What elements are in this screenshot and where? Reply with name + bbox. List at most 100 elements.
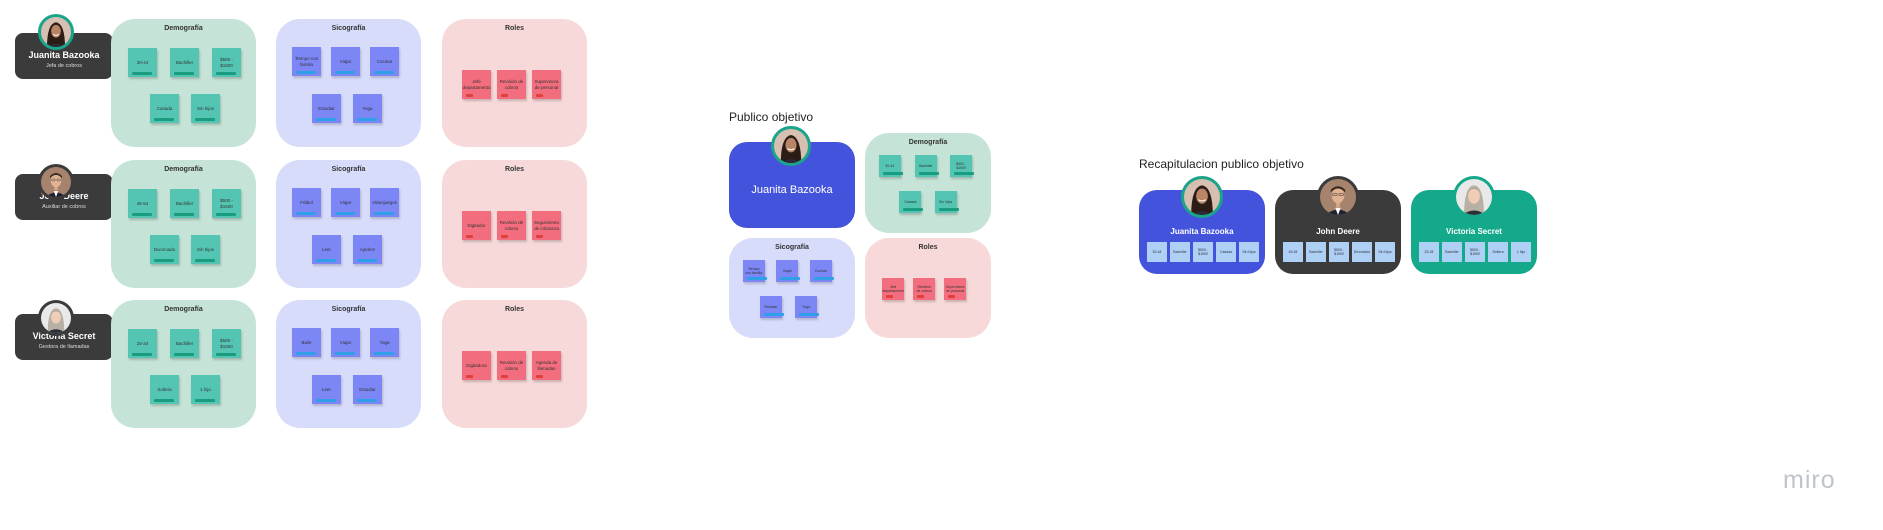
sticky-note[interactable]: 25-34: [128, 329, 157, 358]
recap-sticky[interactable]: $500 - $1500: [1329, 242, 1349, 262]
sticky-note[interactable]: Jefe departamento: [462, 70, 491, 99]
recap-sticky[interactable]: $500 - $1500: [1193, 242, 1213, 262]
sticky-text: Casada: [156, 105, 173, 111]
sticky-tag: [216, 72, 236, 75]
sticky-note[interactable]: Yoga: [370, 328, 399, 357]
sticky-note[interactable]: Leer: [312, 375, 341, 404]
sticky-tag: [746, 277, 767, 281]
sticky-note[interactable]: Seguimiento de cobranza: [532, 211, 561, 240]
recap-sticky[interactable]: Sin hijos: [1239, 242, 1259, 262]
sticky-tag: [335, 352, 355, 355]
recap-title: Recapitulacion publico objetivo: [1139, 157, 1304, 171]
recap-sticky[interactable]: 30-44: [1147, 242, 1167, 262]
sticky-note[interactable]: Jefe departamento: [882, 278, 905, 301]
sticky-tag: [132, 353, 152, 356]
recap-sticky[interactable]: 1 hijo: [1511, 242, 1531, 262]
sticky-note[interactable]: Divorciado: [150, 235, 179, 264]
sticky-text: Tiempo con familia: [294, 56, 319, 67]
sticky-note[interactable]: Revisión de cobros: [913, 278, 936, 301]
sticky-note[interactable]: Supervisora de personal: [944, 278, 967, 301]
sticky-note[interactable]: Yoga: [795, 295, 820, 318]
sticky-note[interactable]: Cocinar: [370, 47, 399, 76]
sticky-note[interactable]: Bachiller: [914, 155, 939, 178]
sticky-note[interactable]: Viajar: [331, 328, 360, 357]
recap-sticky[interactable]: Bachiller: [1170, 242, 1190, 262]
recap-sticky[interactable]: Sin hijos: [1375, 242, 1395, 262]
sticky-note[interactable]: Casada: [899, 190, 924, 213]
sticky-text: Viajar: [339, 339, 352, 345]
sticky-note[interactable]: Digitadora: [462, 351, 491, 380]
sicografia-cluster-title: Sicografía: [331, 306, 366, 313]
sticky-tag: [132, 72, 152, 75]
sticky-text: 45-54: [136, 200, 149, 206]
sticky-tag: [374, 352, 394, 355]
sticky-text: Sin hijos: [196, 246, 214, 252]
recap-sticky[interactable]: 45-54: [1283, 242, 1303, 262]
sticky-note[interactable]: Soltera: [150, 375, 179, 404]
persona-avatar: [38, 300, 74, 336]
recap-sticky[interactable]: 25-34: [1419, 242, 1439, 262]
sticky-note[interactable]: Estudiar: [353, 375, 382, 404]
sticky-note[interactable]: Videojuegos: [370, 188, 399, 217]
sticky-note[interactable]: Viajar: [331, 188, 360, 217]
sticky-note[interactable]: Viajar: [331, 47, 360, 76]
recap-sticky[interactable]: Divorciado: [1352, 242, 1372, 262]
sticky-note[interactable]: Yoga: [353, 94, 382, 123]
sticky-note[interactable]: Estudiar: [759, 295, 784, 318]
recap-sticky[interactable]: Bachiller: [1442, 242, 1462, 262]
sticky-note[interactable]: Fútbol: [292, 188, 321, 217]
recap-sticky[interactable]: Casada: [1216, 242, 1236, 262]
sticky-note[interactable]: $500 - $1500: [950, 155, 975, 178]
recap-sticky[interactable]: Soltera: [1488, 242, 1508, 262]
sticky-note[interactable]: $500 - $1500: [212, 48, 241, 77]
sticky-note[interactable]: Bachiller: [170, 189, 199, 218]
sticky-note[interactable]: 1 hijo: [191, 375, 220, 404]
recap-sticky-text: Casada: [1219, 250, 1233, 254]
recap-sticky[interactable]: Bachiller: [1306, 242, 1326, 262]
sticky-note[interactable]: Casada: [150, 94, 179, 123]
sticky-text: Revisión de cobros: [499, 79, 524, 90]
sticky-note[interactable]: Revisión de cobros: [497, 351, 526, 380]
sticky-note[interactable]: Tiempo con familia: [292, 47, 321, 76]
sticky-note[interactable]: Agenda de llamadas: [532, 351, 561, 380]
sticky-note[interactable]: Bachiller: [170, 329, 199, 358]
sticky-note[interactable]: Estudiar: [312, 94, 341, 123]
sticky-note[interactable]: Digitador: [462, 211, 491, 240]
sticky-note[interactable]: Revisión de cobros: [497, 70, 526, 99]
sticky-text: Revisión de cobros: [499, 360, 524, 371]
publico-persona-name: Juanita Bazooka: [751, 184, 833, 196]
sticky-note[interactable]: $500 - $1500: [212, 189, 241, 218]
sticky-note[interactable]: Viajar: [776, 260, 801, 283]
sticky-note[interactable]: 30-44: [128, 48, 157, 77]
sticky-note[interactable]: Sin hijos: [191, 235, 220, 264]
sticky-note[interactable]: $500 - $1500: [212, 329, 241, 358]
recap-sticky[interactable]: $500 - $1500: [1465, 242, 1485, 262]
sticky-note[interactable]: 30-44: [878, 155, 903, 178]
sticky-note[interactable]: Baile: [292, 328, 321, 357]
sticky-note[interactable]: 45-54: [128, 189, 157, 218]
sticky-note[interactable]: Ajedrez: [353, 235, 382, 264]
sticky-note[interactable]: Cocinar: [809, 260, 834, 283]
sticky-text: Revisión de cobros: [916, 285, 932, 294]
sticky-note[interactable]: Sin hijos: [191, 94, 220, 123]
sticky-note[interactable]: Leer: [312, 235, 341, 264]
sticky-note[interactable]: Supervisora de personal: [532, 70, 561, 99]
sticky-note[interactable]: Bachiller: [170, 48, 199, 77]
sticky-note[interactable]: Revisión de cobros: [497, 211, 526, 240]
sticky-note[interactable]: Sin hijos: [934, 190, 959, 213]
sticky-note[interactable]: Tiempo con familia: [742, 260, 767, 283]
sticky-text: Estudiar: [359, 386, 376, 392]
